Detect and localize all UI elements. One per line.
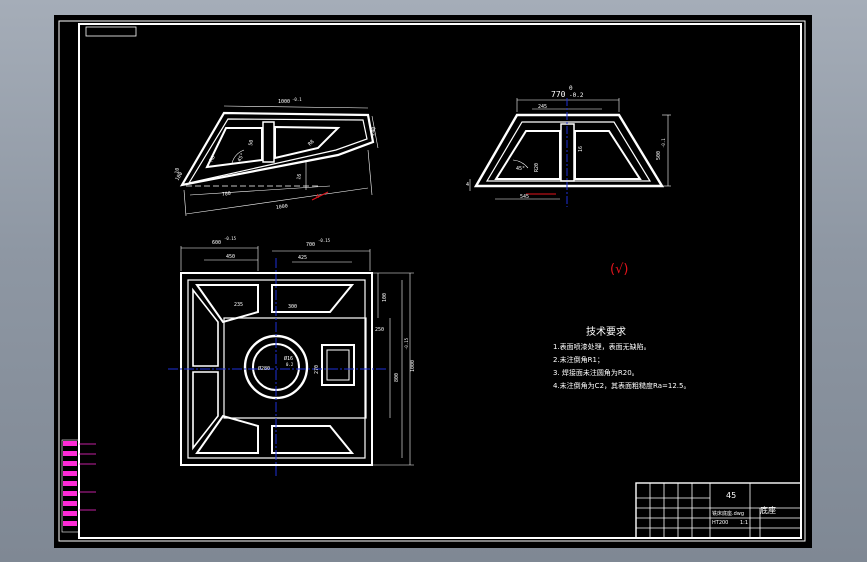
note-1: 1.表面喷漆处理，表面无缺陷。 bbox=[553, 342, 651, 351]
front-outer-outline bbox=[179, 111, 375, 187]
outer-border bbox=[58, 20, 806, 542]
svg-text:A: A bbox=[316, 194, 319, 200]
dim-plan-top-left-inner: 450 bbox=[226, 254, 235, 260]
front-view-dims: 1000 -0.1 240 700 1000 180 50 45° R8 R8 … bbox=[174, 97, 377, 211]
title-scale: 1:1 bbox=[740, 520, 748, 526]
roughness-symbol: (√) bbox=[610, 262, 628, 277]
dim-plan-right-mid: 250 bbox=[375, 327, 384, 333]
front-view bbox=[179, 105, 379, 217]
dim-front-angle: 45° bbox=[237, 152, 247, 163]
dim-bottom-line bbox=[185, 187, 369, 215]
dim-front-top: 1000 bbox=[278, 99, 290, 105]
drawing-code-box bbox=[85, 26, 137, 37]
front-datum-marker: A bbox=[311, 191, 329, 201]
dim-side-inner-top: 245 bbox=[538, 104, 547, 110]
title-quantity: 45 bbox=[726, 491, 736, 500]
dim-front-r2: R8 bbox=[307, 139, 316, 148]
plan-view-dims: 600 -0.15 450 700 -0.15 425 100 250 1000… bbox=[212, 236, 416, 382]
dim-plan-top-right-inner: 425 bbox=[298, 255, 307, 261]
dim-plan-window: 270 bbox=[314, 365, 320, 374]
dim-plan-top-left-tol: -0.15 bbox=[224, 236, 237, 241]
dim-front-r1: R8 bbox=[209, 155, 217, 163]
dim-side-web: 16 bbox=[578, 146, 584, 152]
revision-strip bbox=[61, 439, 96, 533]
dim-side-height-tol: -0.1 bbox=[661, 138, 666, 148]
inner-border bbox=[78, 23, 802, 539]
dim-front-top-tol: -0.1 bbox=[292, 97, 302, 102]
title-drawing-no: 铣床底座.dwg bbox=[712, 510, 744, 517]
dim-side-height: 500 bbox=[656, 151, 662, 160]
dim-front-gap: 10 bbox=[174, 167, 181, 174]
dim-plan-top-left: 600 bbox=[212, 240, 221, 246]
dim-front-step: 16 bbox=[296, 173, 303, 180]
side-view bbox=[469, 98, 671, 200]
dim-side-left-small: 4 bbox=[466, 182, 469, 188]
dim-plan-hole: Ø16 bbox=[284, 355, 293, 362]
dim-plan-slot-right: 300 bbox=[288, 304, 297, 310]
dim-plan-top-right: 700 bbox=[306, 242, 315, 248]
dim-top-line bbox=[223, 105, 369, 109]
note-4: 4.未注倒角为C2，其表面粗糙度Ra=12.5。 bbox=[553, 381, 690, 390]
title-name: 底座 bbox=[760, 505, 776, 515]
dim-side-angle: 45° bbox=[516, 166, 525, 172]
dim-front-bottom-outer: 1000 bbox=[275, 203, 288, 211]
dim-plan-bore: Ø280 bbox=[258, 365, 270, 372]
dim-front-left: 180 bbox=[175, 171, 185, 182]
dim-plan-right-overall-tol: -0.15 bbox=[404, 337, 409, 350]
dim-side-top-tol-lower: -0.2 bbox=[569, 92, 584, 99]
dim-plan-right-inner: 800 bbox=[394, 373, 400, 382]
title-block-text: 45 底座 HT200 1:1 铣床底座.dwg bbox=[712, 491, 776, 526]
dim-front-web: 50 bbox=[248, 139, 255, 146]
dim-plan-hole-tol: 0.2 bbox=[286, 362, 294, 367]
dim-plan-right-top: 100 bbox=[382, 293, 388, 302]
dim-side-top: 770 bbox=[551, 90, 566, 99]
technical-notes: 技术要求 1.表面喷漆处理，表面无缺陷。 2.未注倒角R1； 3. 焊接面未注圆… bbox=[553, 325, 690, 390]
dim-side-bottom: 545 bbox=[520, 194, 529, 200]
dim-front-bottom-inner: 700 bbox=[221, 191, 231, 198]
note-2: 2.未注倒角R1； bbox=[553, 355, 604, 364]
plan-view bbox=[180, 246, 414, 466]
dim-plan-right-overall: 1000 bbox=[410, 360, 416, 372]
dim-front-right: 240 bbox=[370, 126, 377, 136]
note-3: 3. 焊接面未注圆角为R20。 bbox=[553, 368, 639, 377]
dim-plan-top-right-tol: -0.15 bbox=[318, 238, 331, 243]
side-outer-outline bbox=[473, 113, 665, 188]
dim-side-top-tol-upper: 0 bbox=[569, 85, 573, 92]
title-material: HT200 bbox=[712, 520, 728, 526]
dim-side-r: R20 bbox=[534, 163, 540, 172]
title-block bbox=[635, 482, 802, 539]
side-view-dims: 770 0 -0.2 245 500 -0.1 545 16 45° R20 4 bbox=[466, 85, 666, 200]
notes-title: 技术要求 bbox=[586, 325, 626, 338]
dim-plan-slot-left: 235 bbox=[234, 302, 243, 308]
